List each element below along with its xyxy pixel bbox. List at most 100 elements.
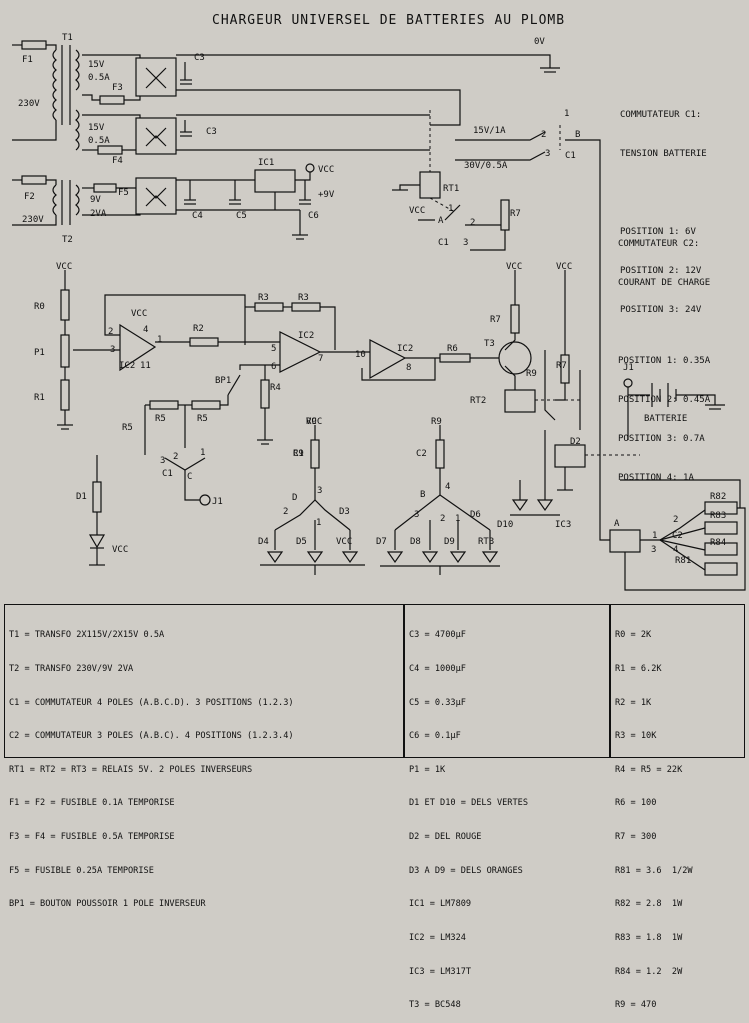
- component-label: F5: [118, 188, 129, 198]
- component-label: 30V/0.5A: [464, 161, 508, 171]
- component-label: 8: [406, 363, 411, 373]
- component-label: R7: [510, 209, 521, 219]
- legend-line: R3 = 10K: [615, 731, 657, 742]
- component-label: BATTERIE: [644, 414, 687, 424]
- component-label: C4: [192, 211, 203, 221]
- component-label: 3: [160, 456, 165, 466]
- component-label: P1: [34, 348, 45, 358]
- component-label: T1: [62, 33, 73, 43]
- component-label: C: [187, 472, 192, 482]
- c1-position: POSITION 1: 6V: [620, 227, 696, 237]
- component-label: C1: [162, 469, 173, 479]
- legend-line: F1 = F2 = FUSIBLE 0.1A TEMPORISE: [9, 798, 175, 809]
- component-label: 9V: [90, 195, 101, 205]
- component-label: 7: [318, 354, 323, 364]
- component-label: 2: [283, 507, 288, 517]
- component-label: C5: [236, 211, 247, 221]
- component-label: BP1: [215, 376, 231, 386]
- component-labels: T1F1230V15V0.5AF315V0.5AF4F2230V9V2VAF5T…: [18, 33, 726, 566]
- legend-line: T1 = TRANSFO 2X115V/2X15V 0.5A: [9, 630, 165, 641]
- legend-line: C3 = 4700µF: [409, 630, 466, 641]
- component-label: VCC: [56, 262, 72, 272]
- schematic-diagram: CHARGEUR UNIVERSEL DE BATTERIES AU PLOMB: [12, 13, 746, 591]
- component-label: D7: [376, 537, 387, 547]
- legend-line: BP1 = BOUTON POUSSOIR 1 POLE INVERSEUR: [9, 899, 206, 910]
- component-label: D8: [410, 537, 421, 547]
- component-label: 0.5A: [88, 73, 110, 83]
- component-label: RT2: [470, 396, 486, 406]
- component-label: 1: [455, 514, 460, 524]
- component-label: C1: [565, 151, 576, 161]
- component-label: IC1: [258, 158, 274, 168]
- component-label: T3: [484, 339, 495, 349]
- legend-line: F5 = FUSIBLE 0.25A TEMPORISE: [9, 865, 154, 876]
- component-label: 2: [173, 452, 178, 462]
- component-label: RT1: [443, 184, 459, 194]
- component-label: D3: [339, 507, 350, 517]
- component-label: +9V: [318, 190, 335, 200]
- c1-position: POSITION 3: 24V: [620, 305, 702, 315]
- component-label: D5: [296, 537, 307, 547]
- component-label: IC2: [397, 344, 413, 354]
- component-label: 15V: [88, 123, 105, 133]
- component-label: VCC: [556, 262, 572, 272]
- component-label: 1: [564, 109, 569, 119]
- component-label: 6: [271, 362, 276, 372]
- power-supply-section: [12, 40, 601, 490]
- component-label: 0.5A: [88, 136, 110, 146]
- component-label: C2: [672, 531, 683, 541]
- component-label: R9: [526, 369, 537, 379]
- control-section: [57, 270, 581, 566]
- c1-info: COMMUTATEUR C1: TENSION BATTERIE POSITIO…: [620, 83, 707, 330]
- component-label: A: [614, 519, 620, 529]
- component-label: 2: [541, 130, 546, 140]
- c2-heading-line: COMMUTATEUR C2:: [618, 239, 700, 249]
- legend-line: R4 = R5 = 22K: [615, 764, 683, 775]
- legend-line: R7 = 300: [615, 832, 657, 843]
- legend-line: R9 = 470: [615, 1000, 657, 1011]
- legend-capacitors-semis: C3 = 4700µF C4 = 1000µF C5 = 0.33µF C6 =…: [404, 604, 610, 1010]
- component-label: R81: [675, 556, 691, 566]
- component-label: 1: [652, 531, 657, 541]
- component-label: IC3: [555, 520, 571, 530]
- component-label: F3: [112, 83, 123, 93]
- legend-line: R81 = 3.6 1/2W: [615, 865, 693, 876]
- component-label: R9: [293, 449, 304, 459]
- legend-line: C4 = 1000µF: [409, 664, 466, 675]
- component-label: C1: [293, 449, 304, 459]
- component-label: 4: [673, 545, 678, 555]
- component-label: R9: [306, 417, 317, 427]
- component-label: R5: [122, 423, 133, 433]
- legend-line: R83 = 1.8 1W: [615, 932, 683, 943]
- component-label: 3: [463, 238, 468, 248]
- component-label: D4: [258, 537, 269, 547]
- component-label: R82: [710, 492, 726, 502]
- component-label: R5: [197, 414, 208, 424]
- legend-line: D1 ET D10 = DELS VERTES: [409, 798, 528, 809]
- component-label: R83: [710, 511, 726, 521]
- c2-position: POSITION 1: 0.35A: [618, 356, 711, 366]
- component-label: C3: [194, 53, 205, 63]
- legend-line: T3 = BC548: [409, 1000, 461, 1011]
- c1-heading-line: TENSION BATTERIE: [620, 149, 707, 159]
- component-label: R7: [490, 315, 501, 325]
- component-label: T2: [62, 235, 73, 245]
- component-label: 2VA: [90, 209, 107, 219]
- output-section: [599, 378, 746, 591]
- component-label: 3: [110, 345, 115, 355]
- component-label: R1: [34, 393, 45, 403]
- component-label: C1: [438, 238, 449, 248]
- component-label: R5: [155, 414, 166, 424]
- legend-line: T2 = TRANSFO 230V/9V 2VA: [9, 664, 134, 675]
- component-label: B: [575, 130, 580, 140]
- component-label: 4: [445, 482, 450, 492]
- component-label: C2: [416, 449, 427, 459]
- component-label: 4: [143, 325, 148, 335]
- component-label: J1: [623, 363, 634, 373]
- component-label: 230V: [22, 215, 44, 225]
- component-label: VCC: [131, 309, 147, 319]
- component-label: R3: [258, 293, 269, 303]
- legend-line: C6 = 0.1µF: [409, 731, 461, 742]
- component-label: 5: [271, 344, 276, 354]
- legend-line: IC2 = LM324: [409, 932, 466, 943]
